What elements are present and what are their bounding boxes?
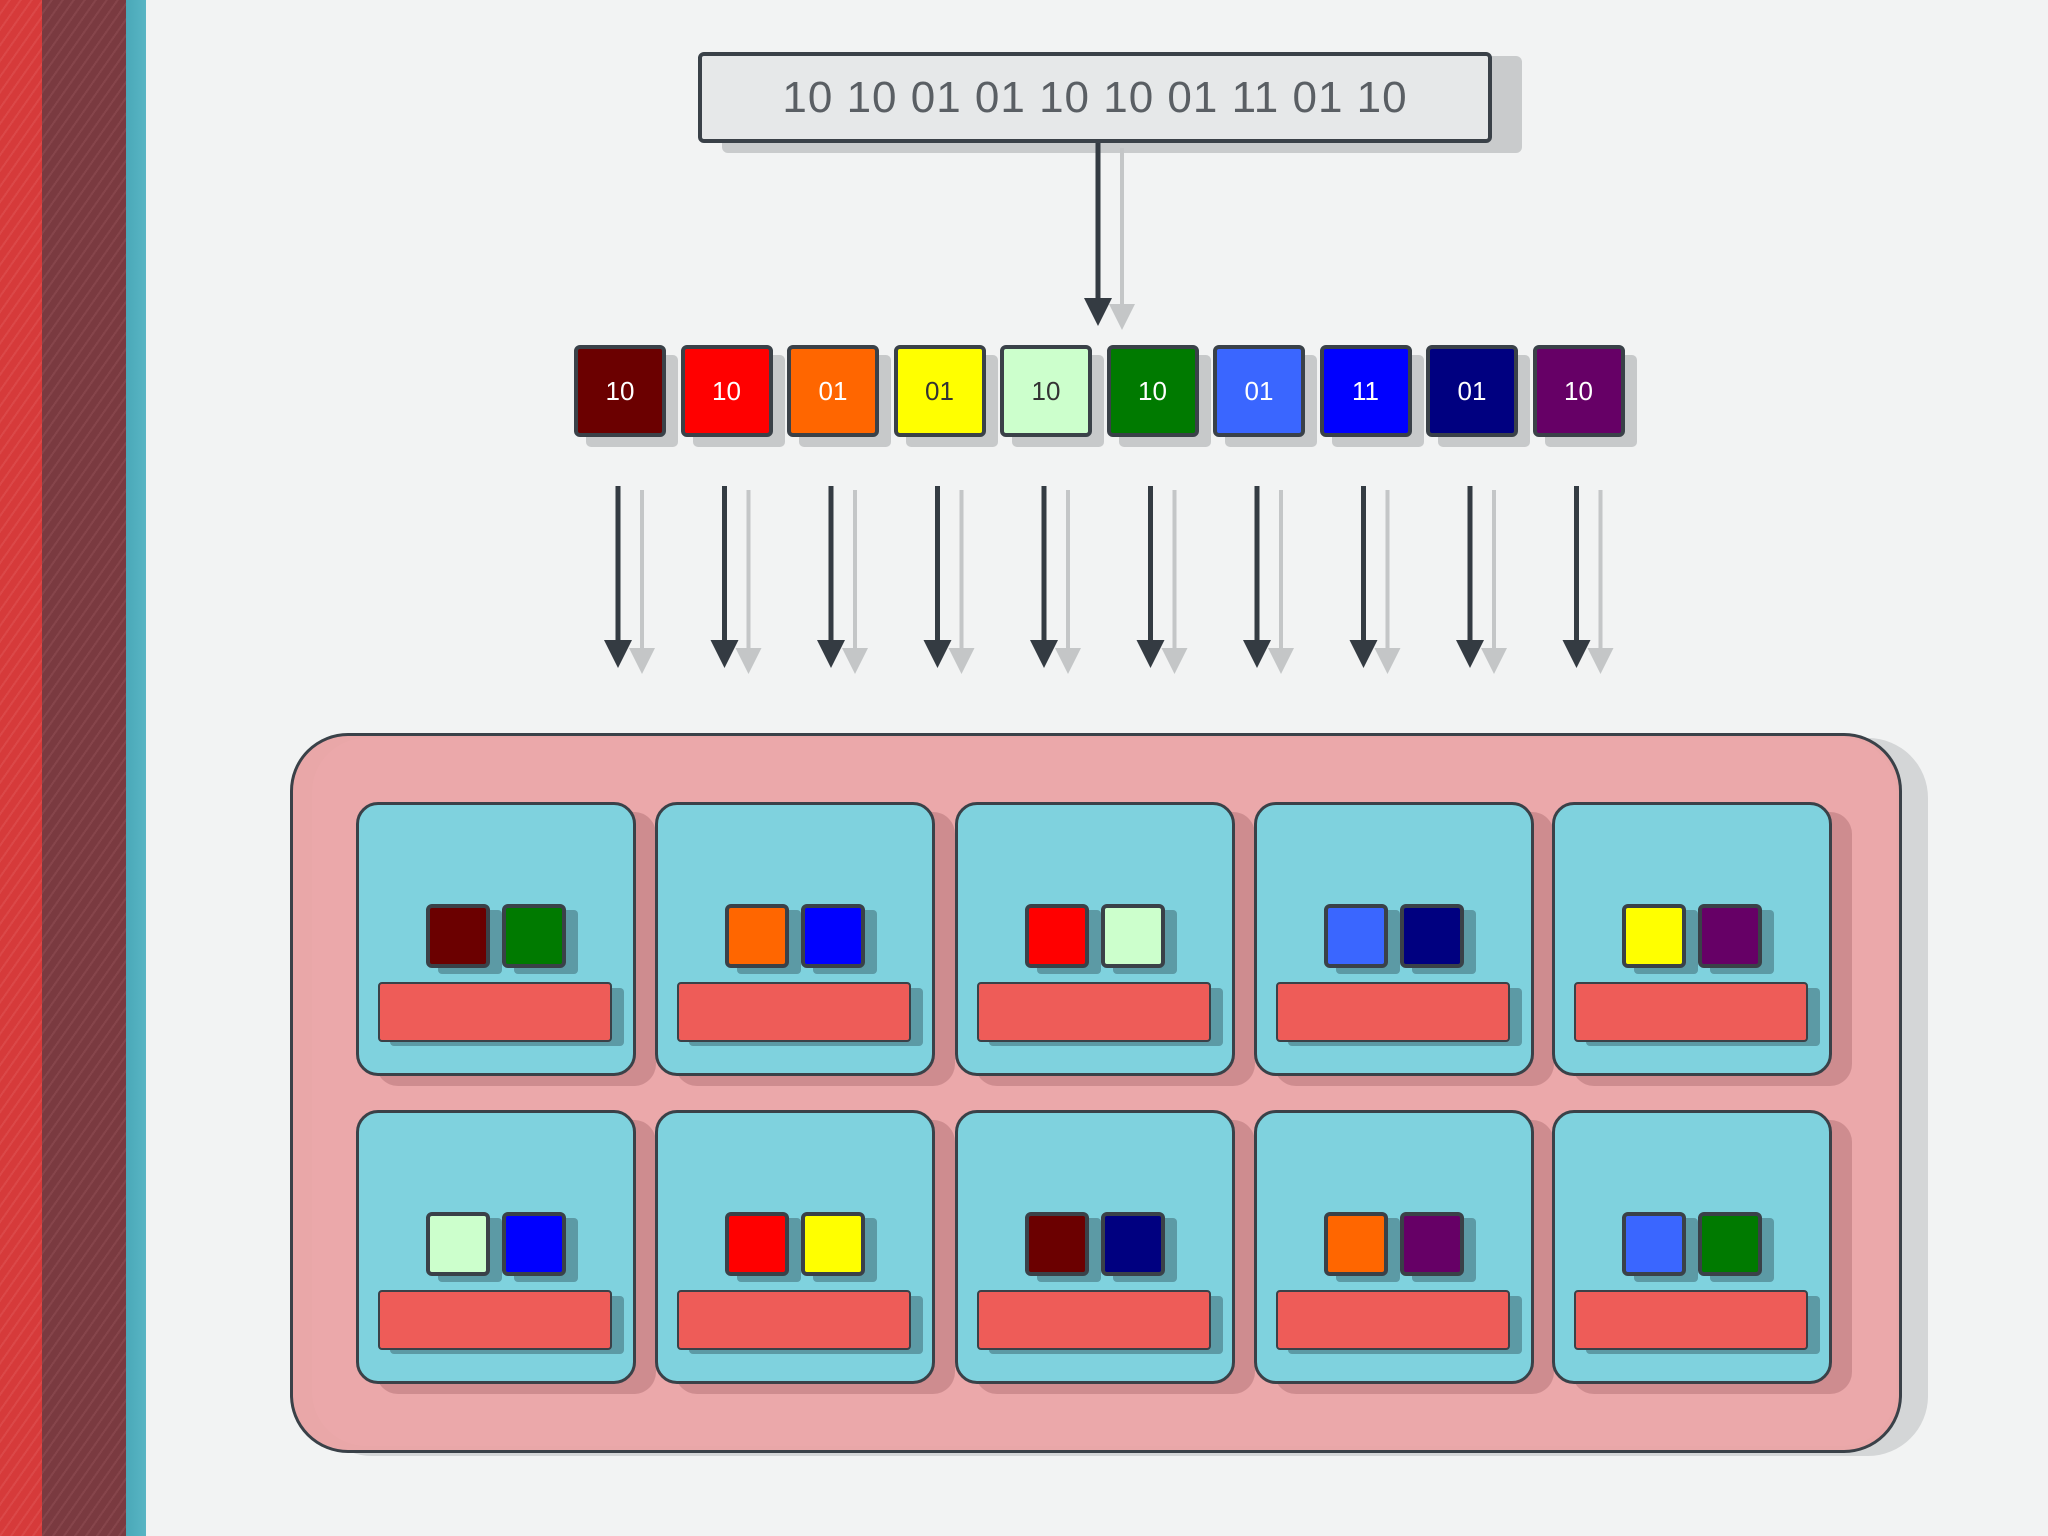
- pair-swatch: [1324, 904, 1388, 968]
- left-red-stripe: [0, 0, 42, 1536]
- pair-bar: [1574, 982, 1808, 1042]
- bit-block-label: 10: [1138, 375, 1167, 406]
- bit-block-label: 10: [605, 375, 635, 406]
- bit-block-label: 01: [818, 375, 848, 406]
- pair-swatch: [502, 904, 566, 968]
- pair-bar: [977, 982, 1211, 1042]
- bitstring-box: 10 10 01 01 10 10 01 11 01 10: [698, 52, 1492, 143]
- down-arrow-shadow-head: [1587, 648, 1614, 674]
- pair-swatch: [801, 904, 865, 968]
- down-arrow-head: [1136, 640, 1165, 668]
- pair-swatch: [725, 904, 789, 968]
- down-arrow-shadow-head: [1374, 648, 1401, 674]
- pair-bar: [1574, 1290, 1808, 1350]
- pair-bar: [677, 982, 911, 1042]
- pair-swatch: [426, 1212, 490, 1276]
- down-arrow-shadow-head: [1268, 648, 1294, 674]
- main-arrow-head: [1084, 298, 1112, 326]
- pair-swatch: [725, 1212, 789, 1276]
- pair-swatch: [1698, 1212, 1762, 1276]
- down-arrow-head: [1243, 640, 1271, 668]
- down-arrow-head: [710, 640, 739, 668]
- pair-swatch: [1400, 1212, 1464, 1276]
- bit-block-label: 10: [1031, 375, 1061, 406]
- pair-bar: [677, 1290, 911, 1350]
- bit-block: 10: [1532, 345, 1625, 437]
- pair-swatch: [1025, 1212, 1089, 1276]
- pair-bar: [1276, 1290, 1510, 1350]
- bit-block: 01: [893, 345, 986, 437]
- bit-block: 10: [680, 345, 773, 437]
- down-arrow-shadow-head: [1481, 648, 1507, 674]
- down-arrow-shadow-head: [735, 648, 762, 674]
- down-arrow-head: [923, 640, 952, 668]
- bit-block-label: 01: [925, 375, 954, 406]
- pair-bar: [378, 1290, 612, 1350]
- main-arrow-shadow-head: [1109, 304, 1135, 330]
- pair-swatch: [1622, 1212, 1686, 1276]
- down-arrow-shadow-head: [1161, 648, 1188, 674]
- down-arrow-shadow-head: [948, 648, 975, 674]
- pair-swatch: [502, 1212, 566, 1276]
- pair-swatch: [1101, 904, 1165, 968]
- pair-bar: [1276, 982, 1510, 1042]
- bit-block: 01: [1426, 345, 1518, 437]
- bit-block-label: 11: [1352, 375, 1379, 406]
- down-arrow-head: [1349, 640, 1378, 668]
- pair-swatch: [801, 1212, 865, 1276]
- left-maroon-stripe: [42, 0, 126, 1536]
- bit-block: 10: [574, 345, 666, 437]
- down-arrow-head: [604, 640, 632, 668]
- down-arrow-head: [1562, 640, 1591, 668]
- pair-swatch: [1622, 904, 1686, 968]
- down-arrow-shadow-head: [629, 648, 655, 674]
- down-arrow-head: [1030, 640, 1058, 668]
- bit-block: 01: [787, 345, 879, 437]
- bit-block: 10: [1106, 345, 1199, 437]
- pair-swatch: [1025, 904, 1089, 968]
- bit-block: 01: [1213, 345, 1305, 437]
- pair-swatch: [426, 904, 490, 968]
- left-teal-stripe: [126, 0, 146, 1536]
- bit-block: 11: [1319, 345, 1412, 437]
- pair-swatch: [1698, 904, 1762, 968]
- bit-block: 10: [1000, 345, 1092, 437]
- bit-block-label: 01: [1244, 375, 1274, 406]
- down-arrow-head: [817, 640, 845, 668]
- down-arrow-head: [1456, 640, 1484, 668]
- bit-block-label: 10: [712, 375, 741, 406]
- pair-swatch: [1400, 904, 1464, 968]
- down-arrow-shadow-head: [1055, 648, 1081, 674]
- bit-block-label: 10: [1564, 375, 1593, 406]
- bit-block-label: 01: [1457, 375, 1487, 406]
- pair-swatch: [1324, 1212, 1388, 1276]
- pair-bar: [378, 982, 612, 1042]
- pair-swatch: [1101, 1212, 1165, 1276]
- down-arrow-shadow-head: [842, 648, 868, 674]
- bitstring-text: 10 10 01 01 10 10 01 11 01 10: [782, 72, 1408, 122]
- pair-bar: [977, 1290, 1211, 1350]
